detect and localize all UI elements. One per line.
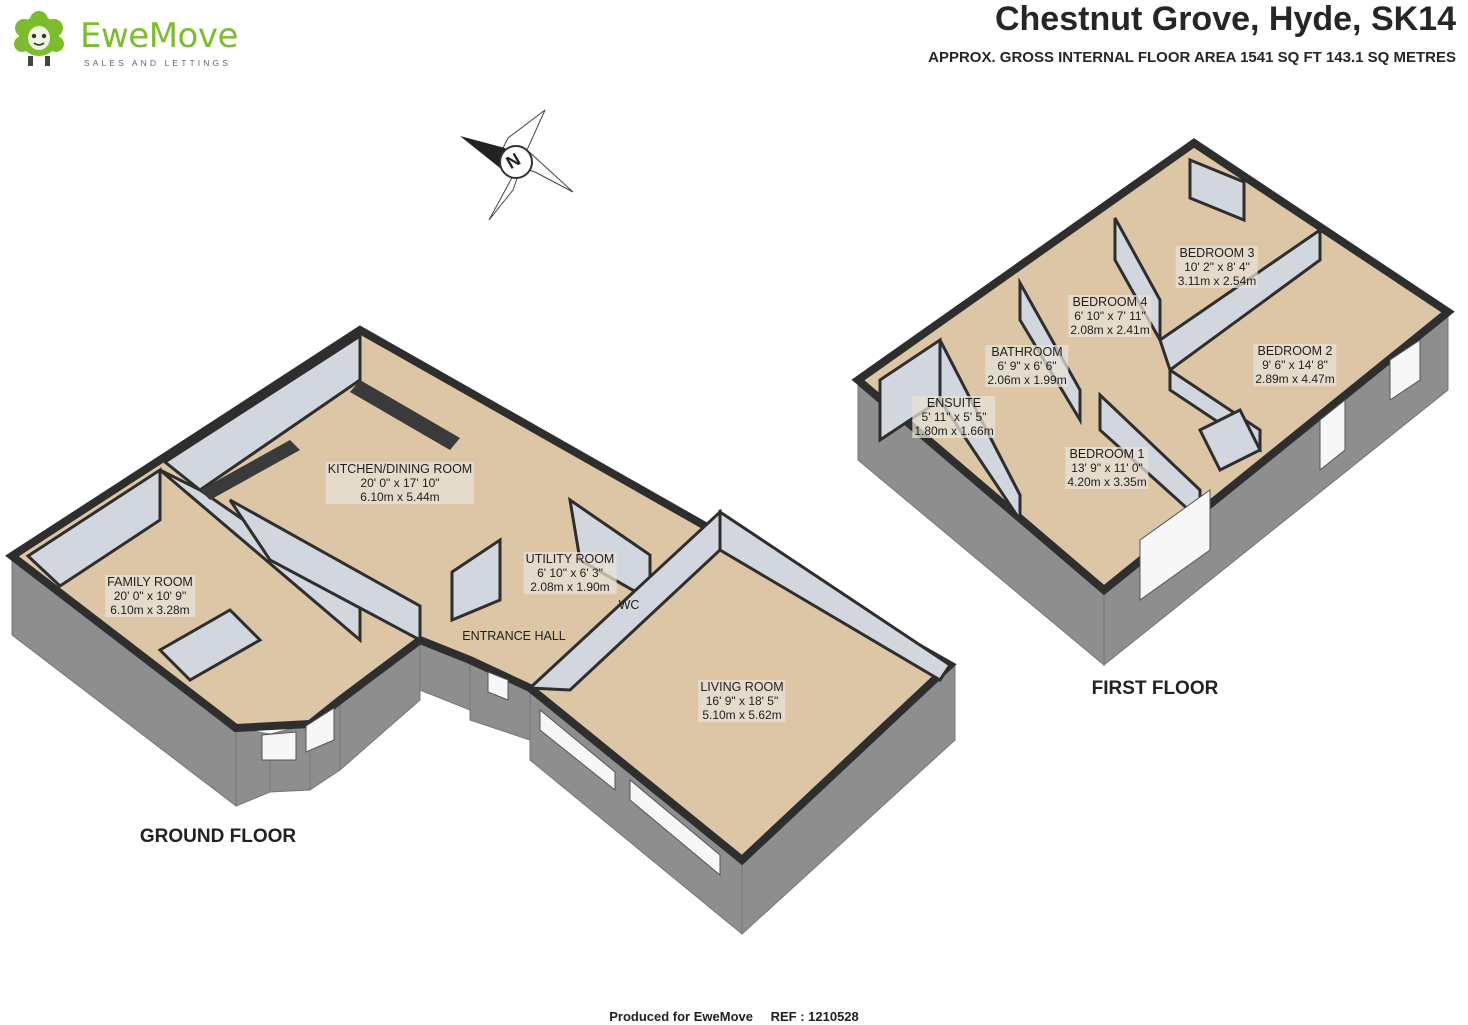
room-metric-size: 6.10m x 5.44m xyxy=(360,490,440,504)
room-metric-size: 2.89m x 4.47m xyxy=(1255,372,1335,386)
ewemove-logo[interactable]: EweMove SALES AND LETTINGS xyxy=(8,6,248,72)
room-metric-size: 4.20m x 3.35m xyxy=(1067,475,1147,489)
room-label-bedroom-1: BEDROOM 1 13' 9" x 11' 0" 4.20m x 3.35m xyxy=(1065,447,1149,489)
room-metric-size: 6.10m x 3.28m xyxy=(110,603,190,617)
kitchen-units xyxy=(200,380,460,500)
floor-area-subtitle: APPROX. GROSS INTERNAL FLOOR AREA 1541 S… xyxy=(928,49,1456,66)
ground-floor-partitions xyxy=(25,333,953,692)
room-label-bedroom-3: BEDROOM 3 10' 2" x 8' 4" 3.11m x 2.54m xyxy=(1175,246,1259,288)
compass-icon xyxy=(460,109,574,221)
room-imperial-size: 20' 0" x 17' 10" xyxy=(360,476,440,490)
room-name: BEDROOM 3 xyxy=(1179,246,1255,260)
property-title: Chestnut Grove, Hyde, SK14 xyxy=(994,0,1456,38)
room-name: KITCHEN/DINING ROOM xyxy=(327,462,473,476)
room-label-bathroom: BATHROOM 6' 9" x 6' 6" 2.06m x 1.99m xyxy=(985,345,1069,387)
room-imperial-size: 9' 6" x 14' 8" xyxy=(1262,358,1328,372)
brand-tagline: SALES AND LETTINGS xyxy=(84,58,231,68)
room-name: BEDROOM 1 xyxy=(1069,447,1145,461)
footer: Produced for EweMove REF : 1210528 xyxy=(0,1009,1468,1024)
room-name: ENSUITE xyxy=(926,396,982,410)
room-imperial-size: 16' 9" x 18' 5" xyxy=(705,694,779,708)
room-name: BATHROOM xyxy=(991,345,1063,359)
room-label-kitchen-dining-room: KITCHEN/DINING ROOM 20' 0" x 17' 10" 6.1… xyxy=(325,462,475,504)
room-name: FAMILY ROOM xyxy=(107,575,193,589)
room-imperial-size: 13' 9" x 11' 0" xyxy=(1071,461,1143,475)
brand-name: EweMove xyxy=(80,16,238,56)
room-metric-size: 2.06m x 1.99m xyxy=(987,373,1067,387)
room-metric-size: 2.08m x 2.41m xyxy=(1070,323,1150,337)
room-imperial-size: 6' 10" x 6' 3" xyxy=(537,566,603,580)
room-label-entrance-hall: ENTRANCE HALL xyxy=(462,629,566,643)
ground-floor-windows xyxy=(261,671,721,877)
room-name: BEDROOM 2 xyxy=(1257,344,1333,358)
room-label-family-room: FAMILY ROOM 20' 0" x 10' 9" 6.10m x 3.28… xyxy=(105,575,195,617)
room-label-bedroom-4: BEDROOM 4 6' 10" x 7' 11" 2.08m x 2.41m xyxy=(1068,295,1152,337)
room-label-bedroom-2: BEDROOM 2 9' 6" x 14' 8" 2.89m x 4.47m xyxy=(1253,344,1337,386)
room-imperial-size: 10' 2" x 8' 4" xyxy=(1184,260,1250,274)
room-label-utility-room: UTILITY ROOM 6' 10" x 6' 3" 2.08m x 1.90… xyxy=(523,552,617,594)
footer-produced-for: Produced for EweMove xyxy=(609,1009,753,1024)
room-metric-size: 5.10m x 5.62m xyxy=(702,708,782,722)
room-name: LIVING ROOM xyxy=(700,680,784,694)
room-imperial-size: 5' 11" x 5' 5" xyxy=(921,410,987,424)
room-label-living-room: LIVING ROOM 16' 9" x 18' 5" 5.10m x 5.62… xyxy=(698,680,786,722)
room-imperial-size: 6' 10" x 7' 11" xyxy=(1074,309,1146,323)
sheep-mascot-icon xyxy=(14,11,64,66)
footer-reference: REF : 1210528 xyxy=(770,1009,859,1024)
room-imperial-size: 20' 0" x 10' 9" xyxy=(113,589,187,603)
room-metric-size: 2.08m x 1.90m xyxy=(530,580,610,594)
floor-label-first: FIRST FLOOR xyxy=(1091,678,1219,699)
room-name: UTILITY ROOM xyxy=(525,552,615,566)
room-metric-size: 1.80m x 1.66m xyxy=(914,424,994,438)
room-name: BEDROOM 4 xyxy=(1072,295,1148,309)
floor-label-ground: GROUND FLOOR xyxy=(139,826,297,847)
first-floor-windows xyxy=(1139,339,1421,601)
room-label-ensuite: ENSUITE 5' 11" x 5' 5" 1.80m x 1.66m xyxy=(912,396,996,438)
room-imperial-size: 6' 9" x 6' 6" xyxy=(997,359,1057,373)
room-metric-size: 3.11m x 2.54m xyxy=(1177,274,1257,288)
room-label-wc: WC xyxy=(618,598,640,612)
